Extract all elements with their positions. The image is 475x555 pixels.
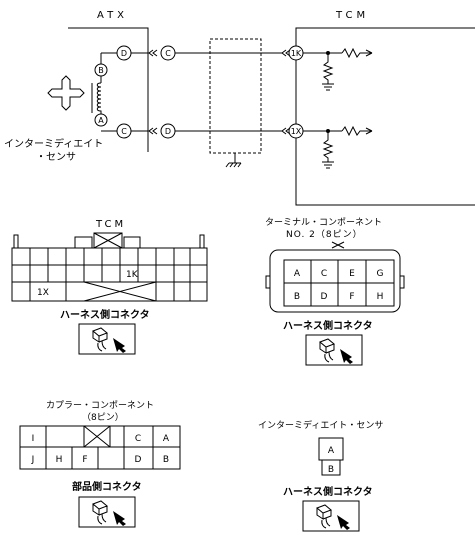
tcm-top-arrows xyxy=(281,49,291,57)
tcm-label: TCM xyxy=(335,10,369,21)
coupler-component-title-line1: カプラー・コンポーネント xyxy=(46,400,154,411)
tcm-connector-pin-1k: 1K xyxy=(126,270,139,280)
harness-connector-icon xyxy=(302,500,360,532)
coupler-component-blank-cell xyxy=(83,425,111,448)
terminal-component-caption: ハーネス側コネクタ xyxy=(283,319,373,332)
tcm-pin-1x-label: 1X xyxy=(291,127,302,136)
terminal-component-grid xyxy=(284,260,394,306)
tcm-connector: TCM 1K 1X ハーネス側コネクタ xyxy=(11,219,208,355)
terminal-pin-a: A xyxy=(294,269,301,279)
atx-label: ATX xyxy=(97,10,128,21)
terminal-component-outer xyxy=(269,249,401,313)
atx-box-border xyxy=(68,27,149,152)
tcm-connector-cols xyxy=(29,248,191,301)
tcm-connector-pin-1x: 1X xyxy=(37,288,49,298)
harness-connector-icon xyxy=(78,323,136,355)
connector-top-arrows xyxy=(131,49,158,57)
tcm-connector-body xyxy=(11,247,208,302)
coupler-pin-f: F xyxy=(82,455,87,465)
terminal-pin-d: D xyxy=(321,292,328,302)
pin-a-ring xyxy=(94,113,108,127)
coupler-component: カプラー・コンポーネント （8ピン） I C A J H F D B 部品側コネ… xyxy=(19,400,181,528)
tcm-connector-latches xyxy=(13,234,205,248)
shield-ground xyxy=(225,153,242,168)
sensor-rotor-symbol xyxy=(47,75,85,111)
pin-d-top-label: D xyxy=(121,49,127,58)
terminal-component: ターミナル・コンポーネント NO. 2（8ピン） A C E G B D F H… xyxy=(265,217,405,366)
tcm-box-border xyxy=(295,27,475,206)
sensor-lead-wires xyxy=(101,52,118,132)
coupler-pin-h: H xyxy=(56,455,63,465)
tcm-pulldown-top xyxy=(322,53,334,91)
intermediate-sensor: インターミディエイト・センサ A B ハーネス側コネクタ xyxy=(258,419,383,532)
pin-d-bottom-label: D xyxy=(165,127,171,136)
pin-b-ring xyxy=(94,63,108,77)
coupler-pin-a: A xyxy=(163,434,170,444)
terminal-pin-g: G xyxy=(377,269,384,279)
terminal-component-key xyxy=(331,241,345,249)
tcm-connector-keys xyxy=(74,236,141,248)
coupler-component-caption: 部品側コネクタ xyxy=(72,480,142,493)
pin-b-label: B xyxy=(98,66,104,75)
tcm-pin-1k-label: 1K xyxy=(291,49,302,58)
tcm-connector-caption: ハーネス側コネクタ xyxy=(60,308,150,321)
tcm-pulldown-bottom xyxy=(322,131,334,169)
terminal-component-ear-right xyxy=(399,275,405,289)
terminal-pin-f: F xyxy=(349,292,354,302)
coupler-pin-d: D xyxy=(135,455,142,465)
shield-box xyxy=(209,38,262,154)
coupler-pin-c: C xyxy=(135,434,141,444)
terminal-pin-c: C xyxy=(321,269,327,279)
terminal-pin-b: B xyxy=(294,292,300,302)
sensor-coil xyxy=(96,82,102,115)
tcm-bottom-arrows xyxy=(281,127,291,135)
terminal-pin-h: H xyxy=(377,292,384,302)
connector-bottom-arrows xyxy=(131,127,158,135)
intermediate-sensor-title: インターミディエイト・センサ xyxy=(258,419,383,431)
pin-a-label: A xyxy=(98,116,104,125)
terminal-component-title-line2: NO. 2（8ピン） xyxy=(286,229,363,240)
pin-c-top-label: C xyxy=(165,49,171,58)
intermediate-sensor-caption: ハーネス側コネクタ xyxy=(283,485,373,498)
harness-connector-icon xyxy=(78,496,136,528)
coupler-component-title-line2: （8ピン） xyxy=(82,412,124,423)
intermediate-sensor-pin-a: A xyxy=(328,446,335,456)
pin-c-bottom-label: C xyxy=(121,127,127,136)
intermediate-sensor-bottom-cell xyxy=(321,459,341,476)
terminal-component-ear-left xyxy=(265,275,271,289)
tcm-connector-title: TCM xyxy=(95,219,126,230)
tcm-connector-rows xyxy=(12,264,207,283)
terminal-pin-e: E xyxy=(349,269,355,279)
tcm-resistor-top xyxy=(341,47,373,59)
sensor-label-line1: インターミディエイト xyxy=(4,137,103,150)
tcm-connector-center-x xyxy=(83,281,157,302)
coupler-component-blank-x xyxy=(83,425,111,448)
schematic: ATX TCM B A D C C D xyxy=(4,10,475,206)
harness-connector-icon xyxy=(305,334,363,366)
coupler-pin-j: J xyxy=(31,455,35,465)
tcm-resistor-bottom xyxy=(341,125,373,137)
terminal-component-title-line1: ターミナル・コンポーネント xyxy=(265,217,382,228)
coupler-pin-b: B xyxy=(163,455,169,465)
tcm-connector-lock-x xyxy=(93,232,123,249)
intermediate-sensor-pin-b: B xyxy=(328,465,334,475)
sensor-label-line2: ・センサ xyxy=(36,151,76,163)
coupler-pin-i: I xyxy=(32,434,35,444)
